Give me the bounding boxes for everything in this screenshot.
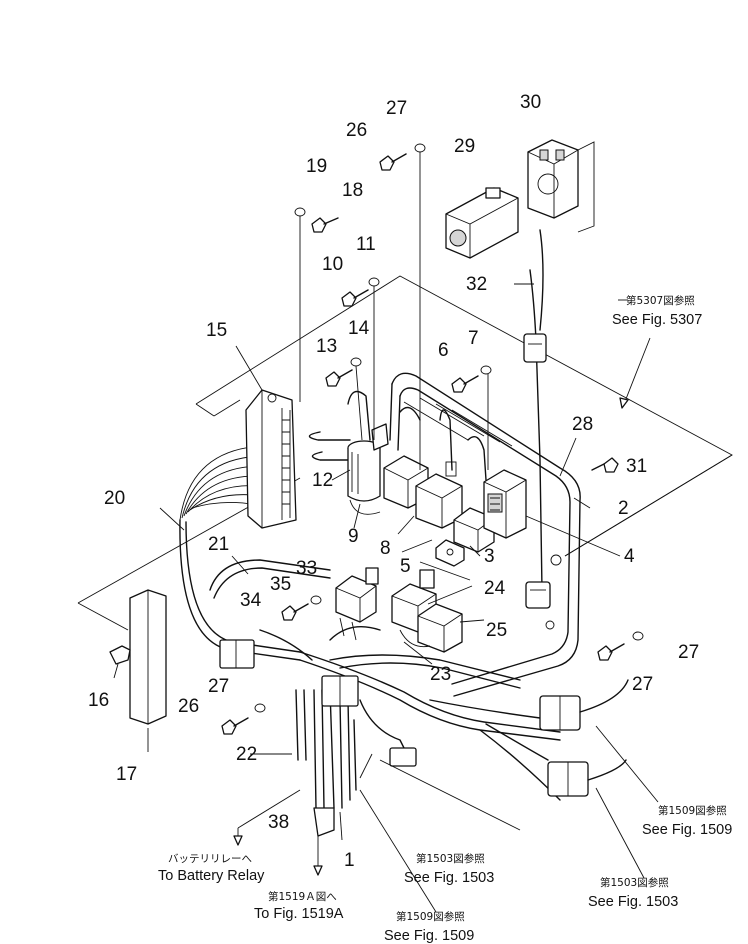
timer-31 <box>445 187 519 259</box>
ref-fig1503-center-en: See Fig. 1503 <box>404 870 494 886</box>
label-22: 22 <box>236 744 257 765</box>
label-23: 23 <box>430 664 451 685</box>
main-bracket <box>389 372 581 697</box>
label-32: 30 <box>520 92 541 113</box>
label-29: 27 <box>632 674 653 695</box>
label-25: 25 <box>486 620 507 641</box>
label-33: 31 <box>626 456 647 477</box>
switch-32 <box>527 139 595 233</box>
label-19: 19 <box>306 156 327 177</box>
ref-battery-relay-jp: バッテリリレーへ <box>168 853 252 865</box>
label-20: 20 <box>104 488 125 509</box>
connector-34 <box>523 333 547 363</box>
label-16: 16 <box>88 690 109 711</box>
ref-fig1509-right-jp: 第1509図参照 <box>658 804 727 817</box>
bracket-5 <box>435 539 465 567</box>
fuse-box-4 <box>483 469 527 539</box>
label-9: 9 <box>348 526 359 547</box>
label-11: 11 <box>356 234 376 255</box>
label-37: 35 <box>270 574 291 595</box>
ref-fig1519a-en: To Fig. 1519A <box>254 906 344 922</box>
label-4: 4 <box>624 546 635 567</box>
label-30: 27 <box>678 642 699 663</box>
label-17: 17 <box>116 764 137 785</box>
label-21: 21 <box>208 534 229 555</box>
label-15: 15 <box>206 320 227 341</box>
label-28: 28 <box>572 414 593 435</box>
relay-25 <box>399 603 463 653</box>
label-8: 8 <box>380 538 391 559</box>
harness-connectors <box>219 639 629 797</box>
label-5: 5 <box>400 556 411 577</box>
label-26-bottom: 26 <box>178 696 199 717</box>
label-35: 33 <box>296 558 317 579</box>
ref-fig1503-right-jp: 第1503図参照 <box>600 876 669 889</box>
cover-17 <box>129 589 167 725</box>
label-14: 14 <box>348 318 370 339</box>
label-1: 1 <box>344 850 355 871</box>
label-12: 12 <box>312 470 333 491</box>
ref-fig1503-right-en: See Fig. 1503 <box>588 894 678 910</box>
ref-fig1509-bottom-jp: 第1509図参照 <box>396 910 465 923</box>
terminal-block-15 <box>245 389 297 529</box>
relay-35 <box>335 567 379 641</box>
reference-annotations: 第5307図参照 See Fig. 5307 第1509図参照 See Fig.… <box>158 294 732 944</box>
ref-fig1509-right-en: See Fig. 1509 <box>642 822 732 838</box>
label-13: 13 <box>316 336 337 357</box>
part-number-labels: 27 26 19 18 11 10 15 14 13 7 6 29 30 32 … <box>88 92 699 871</box>
clip-16 <box>109 645 131 665</box>
label-34: 32 <box>466 274 487 295</box>
ref-fig1503-center-jp: 第1503図参照 <box>416 852 485 865</box>
ref-fig1519a-jp: 第1519Ａ図へ <box>268 890 337 903</box>
ref-battery-relay-en: To Battery Relay <box>158 868 265 884</box>
label-18: 18 <box>342 180 363 201</box>
label-2: 2 <box>618 498 629 519</box>
label-24: 24 <box>484 578 506 599</box>
down-cables <box>233 689 357 876</box>
label-36: 34 <box>240 590 262 611</box>
label-27-top: 27 <box>386 98 407 119</box>
label-6: 6 <box>438 340 449 361</box>
label-26-top: 26 <box>346 120 367 141</box>
label-3: 3 <box>484 546 495 567</box>
ref-fig5307-en: See Fig. 5307 <box>612 312 702 328</box>
ref-fig5307-jp: 第5307図参照 <box>626 294 695 307</box>
coil-12 <box>347 423 389 515</box>
label-31: 29 <box>454 136 475 157</box>
leader-lines <box>113 152 659 913</box>
ref-fig1509-bottom-en: See Fig. 1509 <box>384 928 474 944</box>
connector-right-24 <box>525 581 551 609</box>
label-38: 38 <box>268 812 289 833</box>
label-27-bottom: 27 <box>208 676 229 697</box>
label-10: 10 <box>322 254 343 275</box>
label-7: 7 <box>468 328 479 349</box>
